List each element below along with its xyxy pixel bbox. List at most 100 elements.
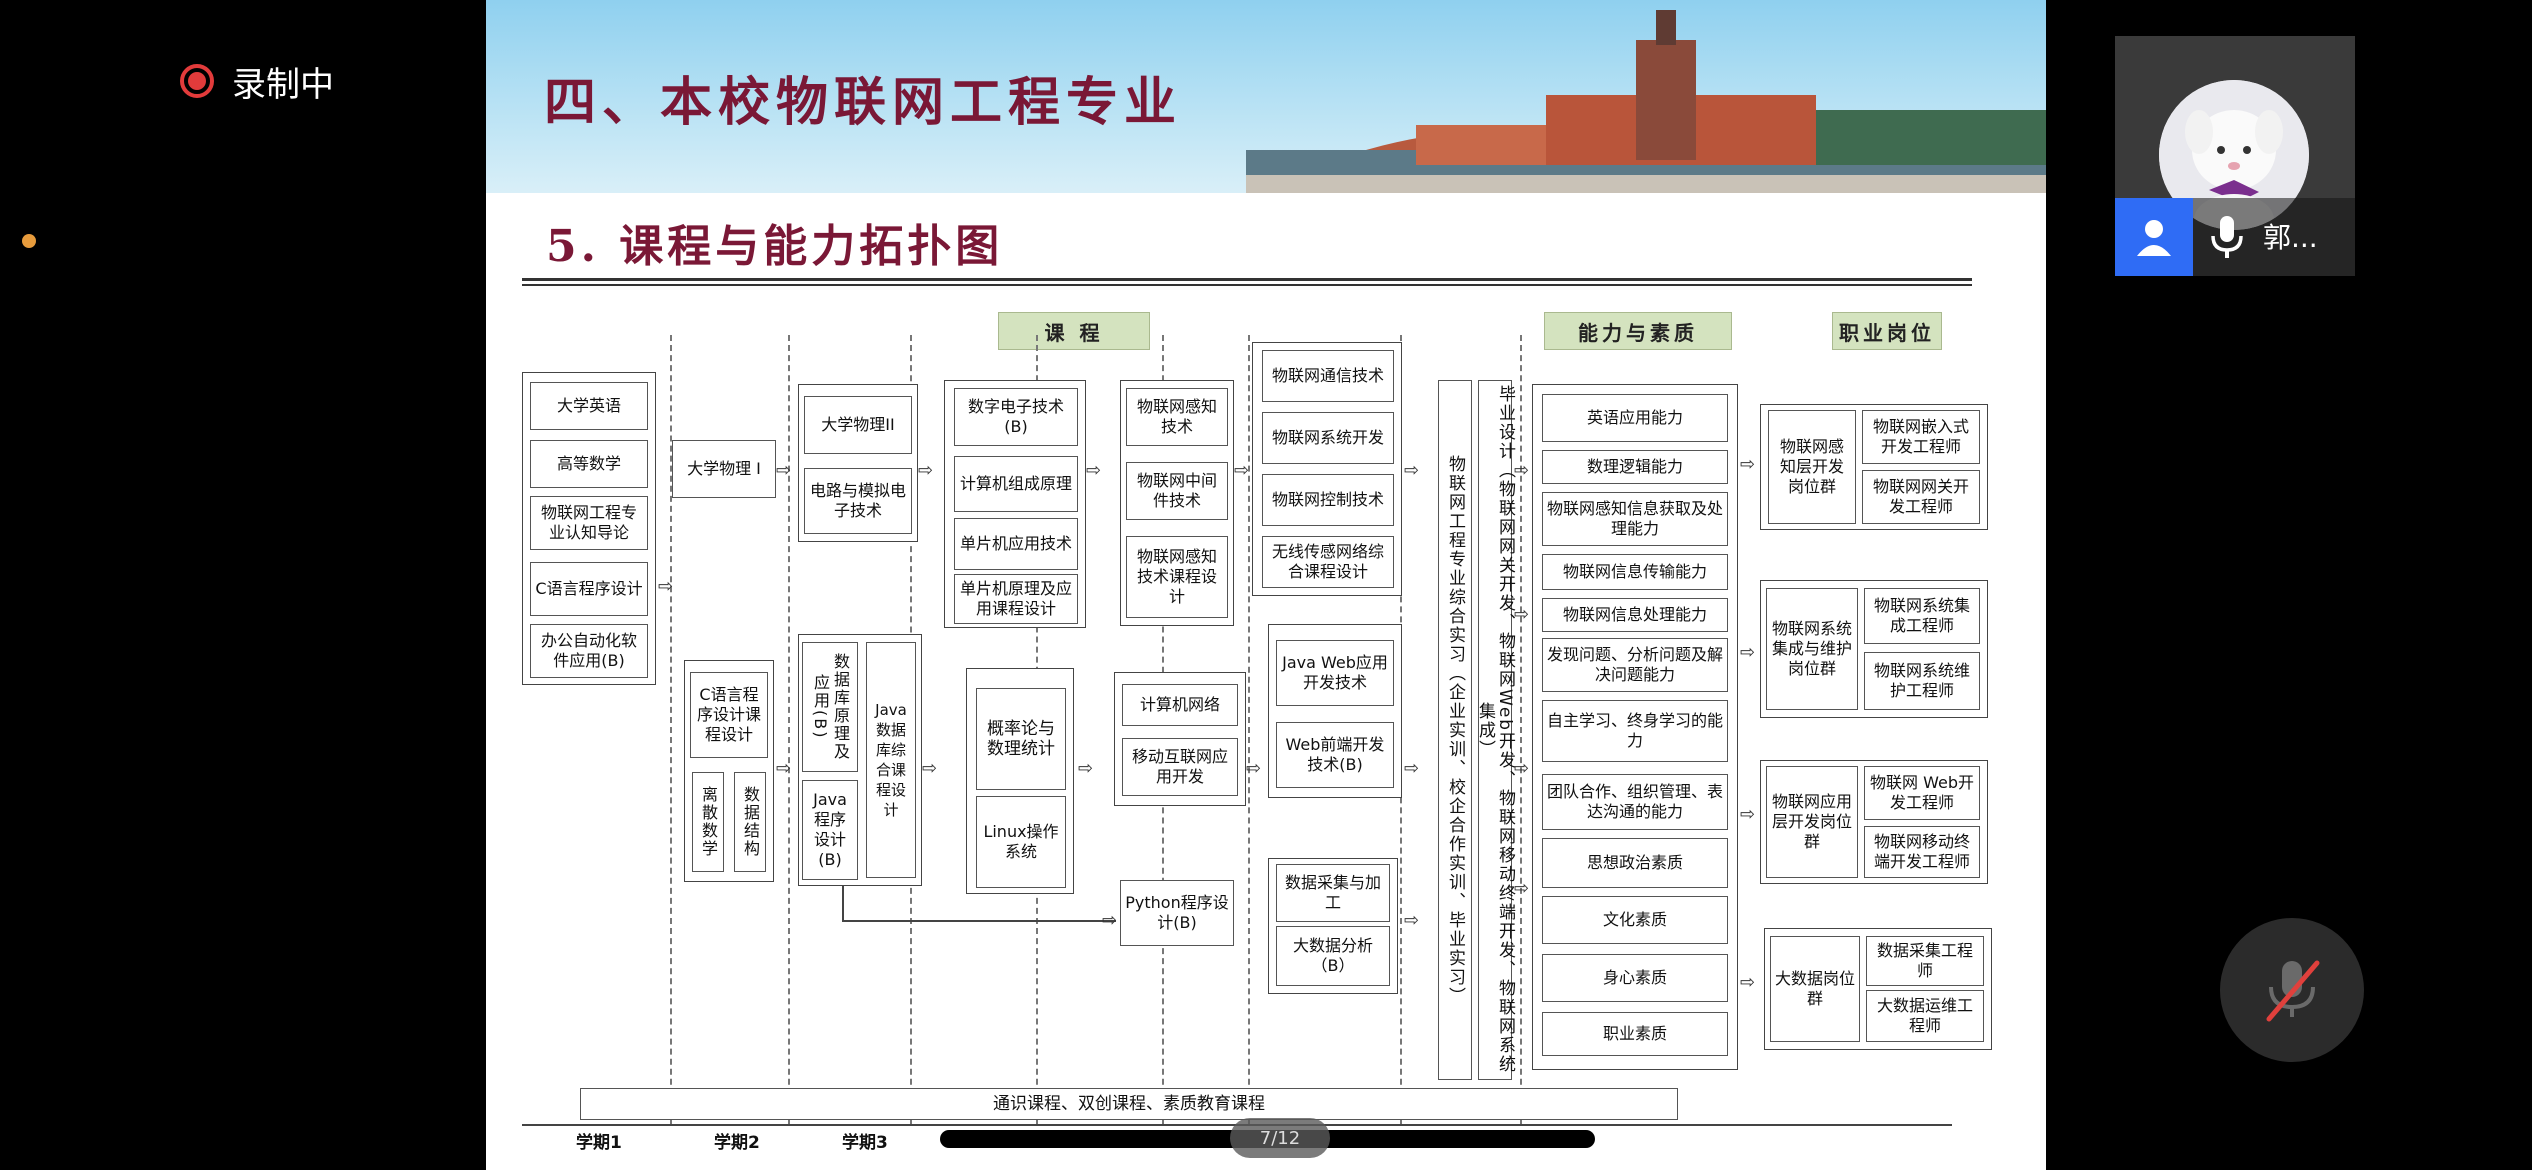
- course-box: 高等数学: [530, 440, 648, 488]
- course-box: 物联网感知技术课程设计: [1126, 536, 1228, 618]
- course-box: 概率论与数理统计: [976, 688, 1066, 790]
- mic-icon: [2207, 214, 2247, 264]
- job-box: 物联网 Web开发工程师: [1864, 766, 1980, 820]
- job-group-label: 物联网应用层开发岗位群: [1766, 766, 1858, 878]
- page-indicator: 7/12: [1230, 1118, 1330, 1158]
- ability-box: 英语应用能力: [1542, 394, 1728, 442]
- course-box: 单片机原理及应用课程设计: [954, 574, 1078, 624]
- course-box: Python程序设计(B): [1120, 880, 1234, 946]
- arrow-icon: ⇨: [1086, 460, 1102, 481]
- practice-column: 物联网工程专业综合实习（企业实训、校企合作实训、毕业实习）: [1438, 380, 1472, 1080]
- course-box: 物联网系统开发: [1262, 412, 1394, 464]
- course-box: Linux操作系统: [976, 796, 1066, 888]
- slide-subtitle: 5. 课程与能力拓扑图: [546, 221, 1004, 272]
- slide-title: 四、本校物联网工程专业: [544, 72, 1183, 133]
- semester-label: 学期2: [714, 1133, 760, 1153]
- arrow-icon: ⇨: [1102, 910, 1118, 931]
- general-courses-bar: 通识课程、双创课程、素质教育课程: [580, 1088, 1678, 1120]
- header-courses: 课 程: [998, 312, 1150, 350]
- job-group-label: 物联网系统集成与维护岗位群: [1766, 588, 1858, 710]
- course-box: 数字电子技术(B): [954, 388, 1078, 446]
- connector-line: [842, 886, 844, 922]
- arrow-icon: ⇨: [1740, 642, 1756, 663]
- record-icon: [180, 64, 214, 98]
- job-group-label: 大数据岗位群: [1770, 936, 1860, 1042]
- job-box: 物联网系统维护工程师: [1864, 652, 1980, 710]
- course-box: 物联网控制技术: [1262, 474, 1394, 526]
- course-box: C语言程序设计课程设计: [690, 672, 768, 758]
- job-box: 数据采集工程师: [1866, 936, 1984, 986]
- job-box: 物联网网关开发工程师: [1862, 470, 1980, 524]
- course-box: 计算机组成原理: [954, 456, 1078, 512]
- ability-box: 发现问题、分析问题及解决问题能力: [1542, 638, 1728, 692]
- job-group-label: 物联网感知层开发岗位群: [1768, 410, 1856, 524]
- course-box: Java数据库综合课程设计: [866, 642, 916, 878]
- ability-box: 文化素质: [1542, 896, 1728, 944]
- ability-box: 职业素质: [1542, 1012, 1728, 1056]
- course-box: 数据结构: [734, 772, 766, 872]
- course-box: 数据采集与加工: [1276, 864, 1390, 922]
- course-box: 物联网感知技术: [1126, 388, 1228, 446]
- arrow-icon: ⇨: [776, 460, 792, 481]
- course-box: Web前端开发技术(B): [1276, 722, 1394, 788]
- course-box: 办公自动化软件应用(B): [530, 624, 648, 678]
- semester-divider: [1248, 335, 1250, 1125]
- slide-banner: 四、本校物联网工程专业: [486, 0, 2046, 193]
- semester-label: 学期3: [842, 1133, 888, 1153]
- arrow-icon: ⇨: [1514, 878, 1530, 899]
- arrow-icon: ⇨: [1740, 454, 1756, 475]
- job-box: 物联网嵌入式开发工程师: [1862, 410, 1980, 464]
- arrow-icon: ⇨: [1246, 758, 1262, 779]
- arrow-icon: ⇨: [922, 758, 938, 779]
- arrow-icon: ⇨: [918, 460, 934, 481]
- recording-label: 录制中: [232, 64, 334, 105]
- course-box: Java 程序设计(B): [802, 780, 858, 880]
- job-box: 物联网系统集成工程师: [1864, 588, 1980, 644]
- semester-divider: [788, 335, 790, 1125]
- campus-building-image: [1246, 10, 2046, 193]
- arrow-icon: ⇨: [1234, 460, 1250, 481]
- shared-slide: 四、本校物联网工程专业 5. 课程与能力拓扑图 课 程 能力与素质 职业岗位 大…: [486, 0, 2046, 1170]
- ability-box: 物联网感知信息获取及处理能力: [1542, 492, 1728, 546]
- arrow-icon: ⇨: [1078, 758, 1094, 779]
- ability-box: 自主学习、终身学习的能力: [1542, 700, 1728, 762]
- arrow-icon: ⇨: [1514, 604, 1530, 625]
- course-box: 物联网中间件技术: [1126, 462, 1228, 520]
- semester-label: 学期1: [576, 1133, 622, 1153]
- ability-box: 团队合作、组织管理、表达沟通的能力: [1542, 774, 1728, 830]
- course-box: 无线传感网络综合课程设计: [1262, 536, 1394, 588]
- course-box: 数据库原理及应用(B): [802, 642, 858, 772]
- course-box: 物联网通信技术: [1262, 350, 1394, 402]
- course-box: 大学物理 I: [672, 440, 776, 498]
- arrow-icon: ⇨: [1404, 460, 1420, 481]
- semester-divider: [1520, 335, 1522, 1125]
- status-dot: [22, 234, 36, 248]
- connector-line: [842, 920, 1116, 922]
- course-box: 单片机应用技术: [954, 518, 1078, 570]
- ability-box: 物联网信息传输能力: [1542, 554, 1728, 590]
- course-box: 电路与模拟电子技术: [804, 468, 912, 534]
- ability-box: 数理逻辑能力: [1542, 450, 1728, 484]
- ability-box: 思想政治素质: [1542, 838, 1728, 888]
- ability-box: 物联网信息处理能力: [1542, 598, 1728, 632]
- arrow-icon: ⇨: [1514, 758, 1530, 779]
- header-abilities: 能力与素质: [1544, 312, 1732, 350]
- course-box: 移动互联网应用开发: [1122, 738, 1238, 796]
- participant-tile[interactable]: 郭...: [2115, 36, 2355, 276]
- arrow-icon: ⇨: [1404, 910, 1420, 931]
- course-box: C语言程序设计: [530, 562, 648, 616]
- course-box: Java Web应用开发技术: [1276, 640, 1394, 706]
- course-box: 离散数学: [692, 772, 724, 872]
- divider: [522, 284, 1972, 286]
- semester-divider: [670, 335, 672, 1125]
- participant-name: 郭...: [2263, 221, 2318, 254]
- mute-button[interactable]: [2220, 918, 2364, 1062]
- mic-off-icon: [2266, 960, 2320, 1022]
- job-box: 物联网移动终端开发工程师: [1864, 826, 1980, 878]
- header-jobs: 职业岗位: [1832, 312, 1942, 350]
- arrow-icon: ⇨: [776, 758, 792, 779]
- arrow-icon: ⇨: [1514, 460, 1530, 481]
- course-box: 计算机网络: [1122, 684, 1238, 726]
- arrow-icon: ⇨: [658, 576, 674, 597]
- arrow-icon: ⇨: [1740, 972, 1756, 993]
